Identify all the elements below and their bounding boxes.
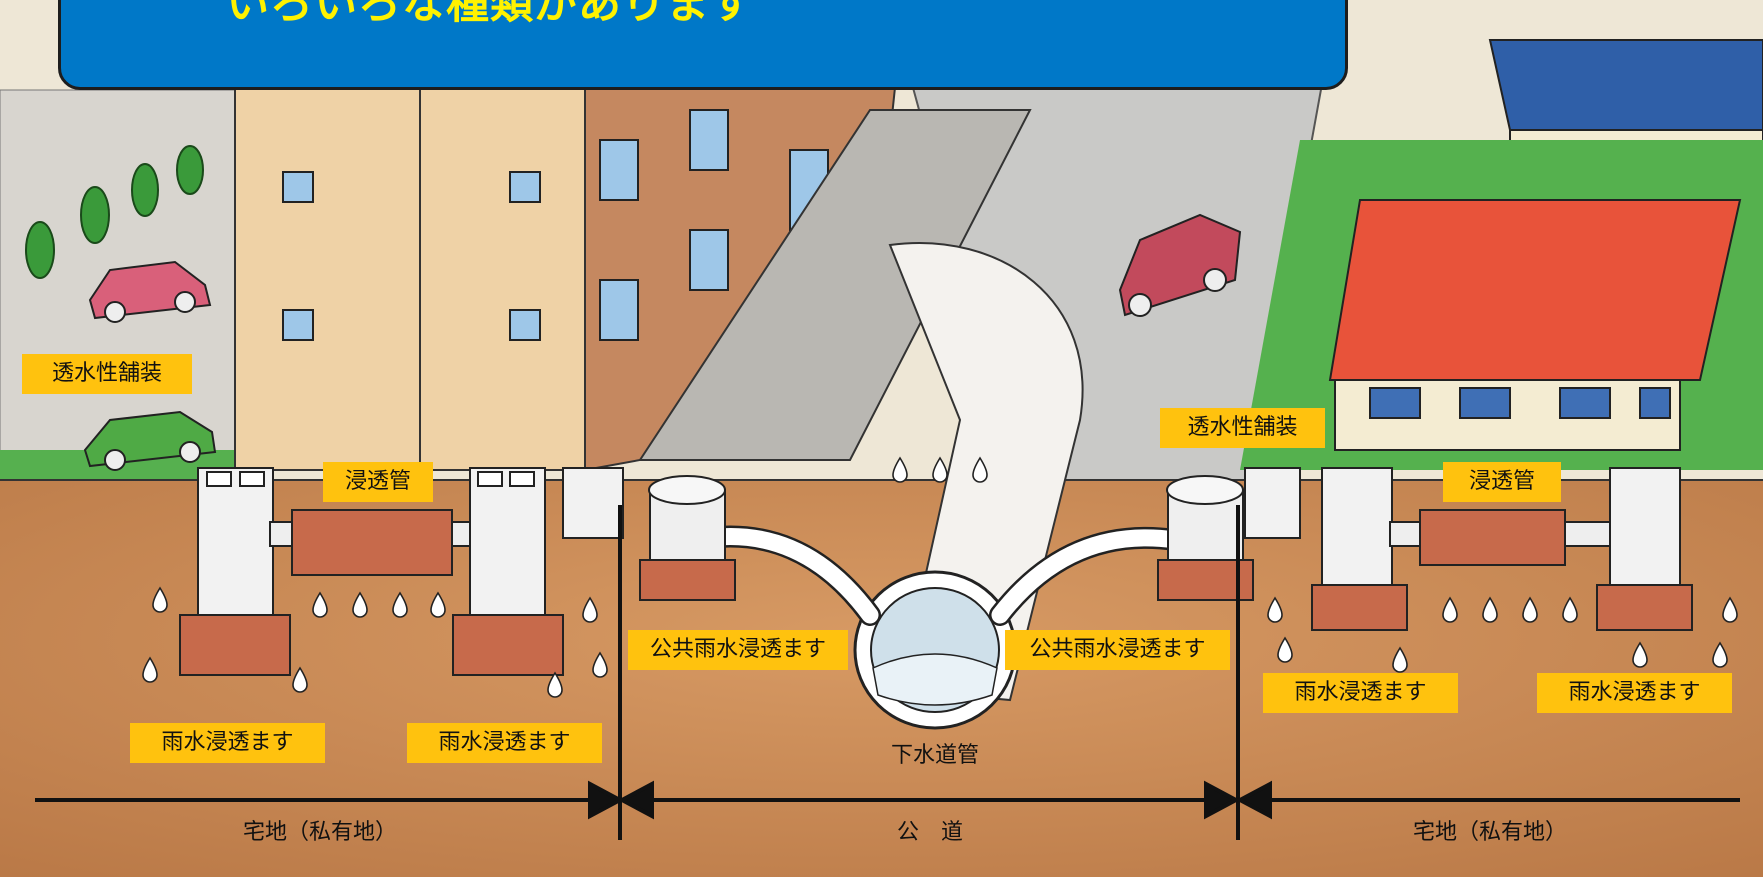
label-pipe-right: 浸透管 <box>1443 462 1561 502</box>
zone-arrows <box>35 780 1740 820</box>
red-car <box>1118 213 1242 317</box>
apartment-front <box>234 39 586 471</box>
red-roof <box>1328 199 1742 381</box>
label-pipe-left: 浸透管 <box>323 462 433 502</box>
tree-row <box>25 145 204 279</box>
sewer-pipe <box>853 570 1017 730</box>
label-basin-3: 雨水浸透ます <box>1263 673 1458 713</box>
permeable-pipe-left <box>269 509 471 576</box>
label-public-basin-right: 公共雨水浸透ます <box>1005 630 1230 670</box>
zone-private-right: 宅地（私有地） <box>1412 820 1567 845</box>
label-sewer-pipe: 下水道管 <box>890 743 979 768</box>
public-basin-left <box>639 475 736 601</box>
page-title: いろいろな種類があります <box>226 0 754 29</box>
label-basin-4: 雨水浸透ます <box>1537 673 1732 713</box>
green-car <box>83 410 217 471</box>
label-pavement-right: 透水性舗装 <box>1160 408 1325 448</box>
label-basin-1: 雨水浸透ます <box>130 723 325 763</box>
title-banner: いろいろな種類があります <box>58 0 1348 90</box>
zone-public-road: 公 道 <box>896 820 963 845</box>
basin-unit-2 <box>452 467 564 676</box>
label-basin-2: 雨水浸透ます <box>407 723 602 763</box>
basin-unit-3 <box>1311 467 1408 631</box>
zone-private-left: 宅地（私有地） <box>242 820 397 845</box>
public-basin-right <box>1157 475 1254 601</box>
paved-sidewalk <box>638 109 1032 461</box>
permeable-pipe-right <box>1389 509 1611 566</box>
basin-unit-1 <box>179 467 291 676</box>
basin-unit-4 <box>1596 467 1693 631</box>
pink-car <box>88 260 212 323</box>
label-public-basin-left: 公共雨水浸透ます <box>628 630 848 670</box>
solar-roof <box>1488 39 1763 131</box>
label-pavement-left: 透水性舗装 <box>22 354 192 394</box>
